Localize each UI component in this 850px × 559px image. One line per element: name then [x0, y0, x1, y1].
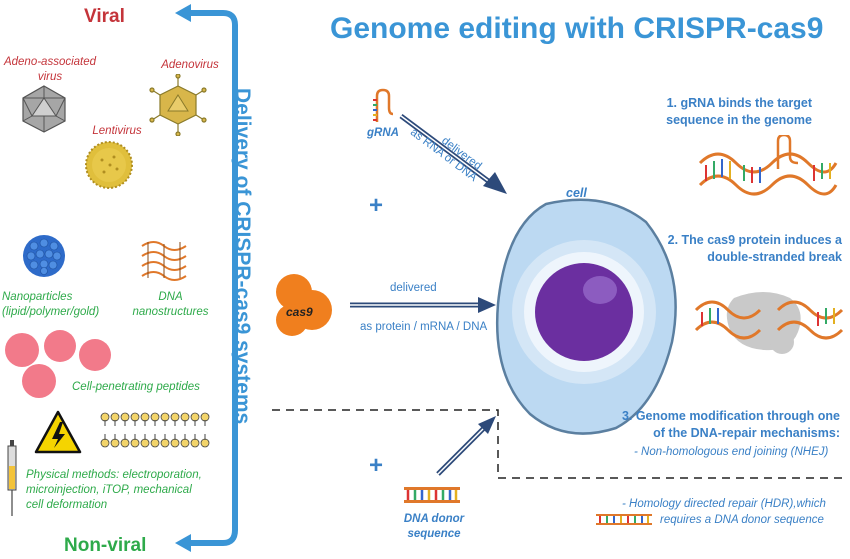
- step3-line2: of the DNA-repair mechanisms:: [653, 426, 840, 440]
- step2-line1: 2. The cas9 protein induces a: [667, 233, 842, 247]
- nanoparticles-label: Nanoparticles (lipid/polymer/gold): [2, 290, 99, 320]
- grna-icon: [373, 88, 394, 122]
- high-voltage-warning-icon: [34, 410, 82, 454]
- cas9-delivery-arrow: [350, 297, 496, 313]
- cell-penetrating-peptides-icon: [5, 330, 111, 398]
- physical-methods-label: Physical methods: electroporation, micro…: [26, 468, 202, 513]
- delivery-bracket-arrow: [175, 4, 238, 552]
- hdr-line1: - Homology directed repair (HDR),which: [622, 498, 826, 510]
- adeno-associated-label: Adeno-associated virus: [0, 55, 100, 85]
- donor-line1: DNA donor: [403, 513, 465, 525]
- adeno-associated-line1: Adeno-associated: [3, 56, 97, 68]
- cpp-label: Cell-penetrating peptides: [72, 381, 200, 393]
- dna-helix-grna-binding-icon: [698, 135, 838, 196]
- cell-icon: [495, 198, 677, 435]
- adenovirus-label: Adenovirus: [161, 59, 219, 71]
- step3-text: 3. Genome modification through one of th…: [622, 408, 840, 442]
- vertical-label-wrap: Delivery of CRISPR-cas9 systems: [230, 88, 254, 468]
- page-title: Genome editing with CRISPR-cas9: [330, 12, 824, 45]
- nanoparticle-icon: [23, 235, 65, 277]
- lentivirus-label: Lentivirus: [92, 125, 142, 137]
- step3-line1: 3. Genome modification through one: [621, 409, 840, 423]
- aav-virus-icon: [22, 85, 66, 133]
- physical-line3: cell deformation: [26, 499, 108, 511]
- syringe-icon: [7, 440, 17, 516]
- physical-line1: Physical methods: electroporation,: [26, 469, 202, 481]
- plus-sign-top: +: [369, 192, 384, 219]
- dna-nano-line2: nanostructures: [132, 306, 209, 318]
- adenovirus-icon: [149, 74, 207, 136]
- plus-sign-bottom: +: [369, 452, 384, 479]
- cas9-label: cas9: [286, 305, 313, 319]
- step2-line2: double-stranded break: [707, 250, 842, 264]
- dna-nanostructures-label: DNA nanostructures: [128, 290, 213, 320]
- grna-label: gRNA: [367, 127, 399, 139]
- donor-line2: sequence: [407, 528, 461, 540]
- nhej-label: - Non-homologous end joining (NHEJ): [634, 446, 829, 458]
- delivery-vertical-label: Delivery of CRISPR-cas9 systems: [231, 88, 254, 425]
- nonviral-label: Non-viral: [64, 535, 147, 556]
- dashed-divider-lines: [272, 409, 848, 479]
- step1-line1: 1. gRNA binds the target: [666, 96, 812, 110]
- membrane-icon: [100, 412, 210, 448]
- dna-helix-cas9-break-icon: [694, 292, 844, 354]
- dna-donor-label: DNA donor sequence: [384, 512, 484, 542]
- donor-delivery-arrow: [436, 416, 496, 476]
- adeno-associated-line2: virus: [37, 71, 63, 83]
- delivered-protein-line2: as protein / mRNA / DNA: [360, 321, 488, 333]
- viral-label: Viral: [84, 6, 125, 27]
- dna-nano-line1: DNA: [158, 291, 183, 303]
- delivered-protein-line1: delivered: [390, 282, 437, 294]
- step1-text: 1. gRNA binds the target sequence in the…: [666, 95, 812, 129]
- step1-line2: sequence in the genome: [666, 113, 812, 127]
- step2-text: 2. The cas9 protein induces a double-str…: [668, 232, 842, 266]
- hdr-donor-icon: [596, 514, 652, 525]
- physical-line2: microinjection, iTOP, mechanical: [26, 484, 192, 496]
- hdr-line2: requires a DNA donor sequence: [660, 514, 824, 526]
- grna-delivery-arrow: [399, 113, 507, 194]
- lentivirus-icon: [85, 141, 133, 189]
- dna-donor-icon: [404, 487, 460, 503]
- dna-nanostructure-icon: [141, 241, 187, 281]
- cell-label: cell: [566, 186, 587, 200]
- cas9-protein-icon: [276, 274, 332, 336]
- nanoparticles-line1: Nanoparticles: [2, 291, 73, 303]
- nanoparticles-line2: (lipid/polymer/gold): [2, 306, 100, 318]
